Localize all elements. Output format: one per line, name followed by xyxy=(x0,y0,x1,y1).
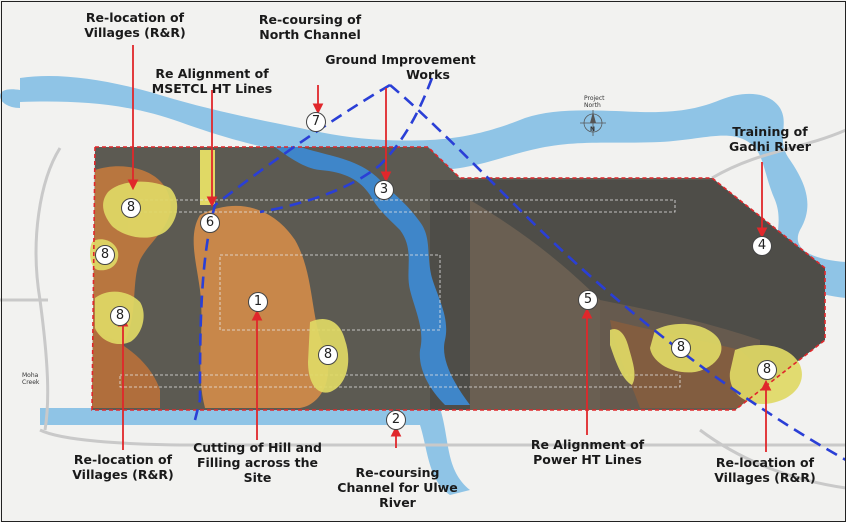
marker-5[interactable]: 5 xyxy=(578,290,598,310)
marker-8-village-b[interactable]: 8 xyxy=(95,245,115,265)
marker-8-village-a[interactable]: 8 xyxy=(121,198,141,218)
marker-1[interactable]: 1 xyxy=(248,292,268,312)
marker-8-village-e[interactable]: 8 xyxy=(671,338,691,358)
leader-arrows xyxy=(117,45,772,452)
north-letter: N xyxy=(590,126,596,133)
marker-2[interactable]: 2 xyxy=(386,410,406,430)
roads xyxy=(0,128,846,490)
marker-6[interactable]: 6 xyxy=(200,213,220,233)
marker-8-village-d[interactable]: 8 xyxy=(318,345,338,365)
marker-3[interactable]: 3 xyxy=(374,180,394,200)
marker-8-village-f[interactable]: 8 xyxy=(757,360,777,380)
marker-7[interactable]: 7 xyxy=(306,112,326,132)
marker-8-village-c[interactable]: 8 xyxy=(110,306,130,326)
marker-4[interactable]: 4 xyxy=(752,236,772,256)
north-arrow xyxy=(580,110,606,136)
site-boundary xyxy=(91,146,826,411)
